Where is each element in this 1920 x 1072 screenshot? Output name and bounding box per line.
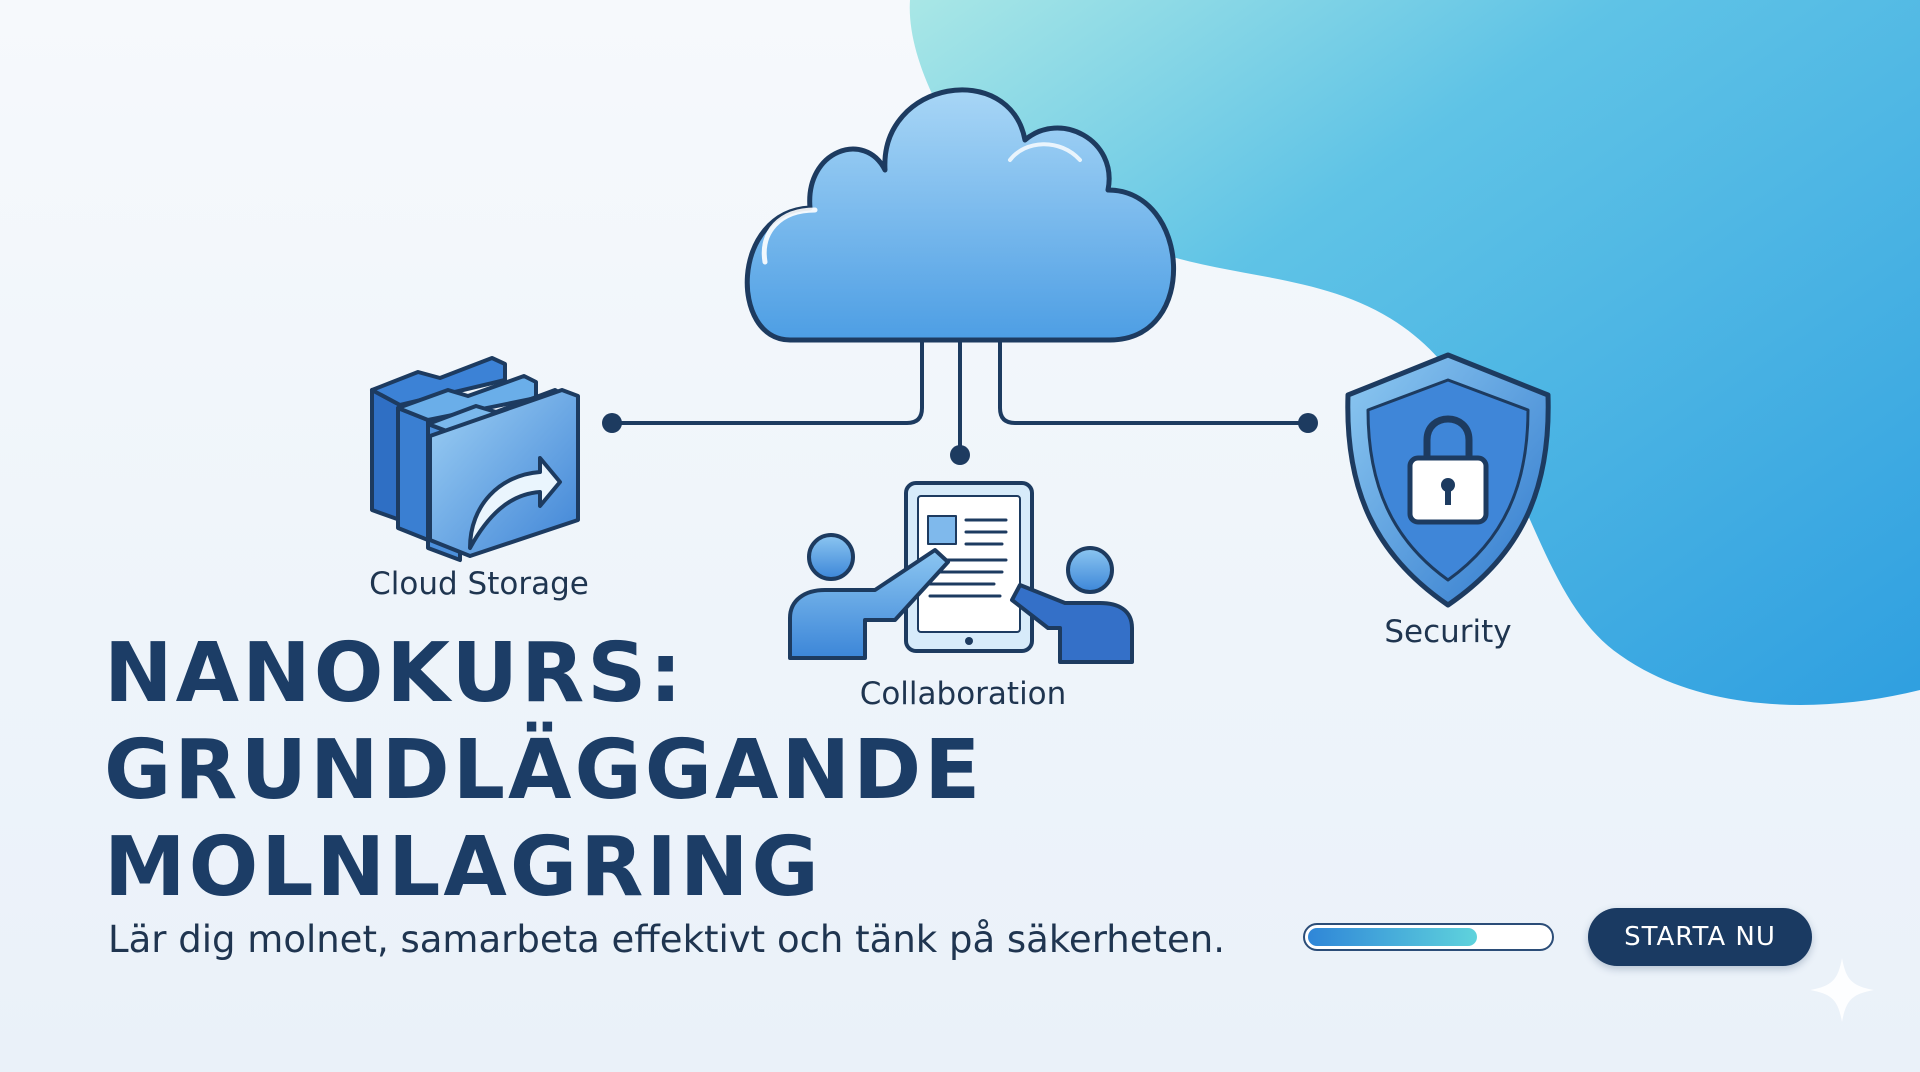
- background-blob: [909, 0, 1920, 705]
- progress-bar: [1303, 923, 1554, 951]
- course-title-line-2: GRUNDLÄGGANDE: [104, 723, 984, 818]
- collaboration-tablet-icon: [788, 481, 1134, 664]
- folders-icon: [370, 356, 580, 562]
- collaboration-label: Collaboration: [859, 676, 1067, 712]
- connector-dot-center: [950, 445, 970, 465]
- course-subtitle: Lär dig molnet, samarbeta effektivt och …: [108, 918, 1225, 961]
- connector-lines: [612, 340, 1308, 455]
- start-now-button[interactable]: STARTA NU: [1588, 908, 1812, 966]
- connector-dot-left: [602, 413, 622, 433]
- cloud-icon: [744, 87, 1176, 343]
- course-title: NANOKURS: GRUNDLÄGGANDE MOLNLAGRING: [104, 625, 983, 916]
- shield-lock-icon: [1345, 352, 1551, 608]
- connector-dot-right: [1298, 413, 1318, 433]
- cloud-storage-label: Cloud Storage: [369, 566, 589, 602]
- security-label: Security: [1384, 614, 1512, 650]
- sparkle-icon: [1810, 958, 1874, 1022]
- course-title-line-1: NANOKURS:: [104, 626, 686, 721]
- progress-bar-fill: [1308, 928, 1477, 946]
- course-title-line-3: MOLNLAGRING: [104, 820, 822, 915]
